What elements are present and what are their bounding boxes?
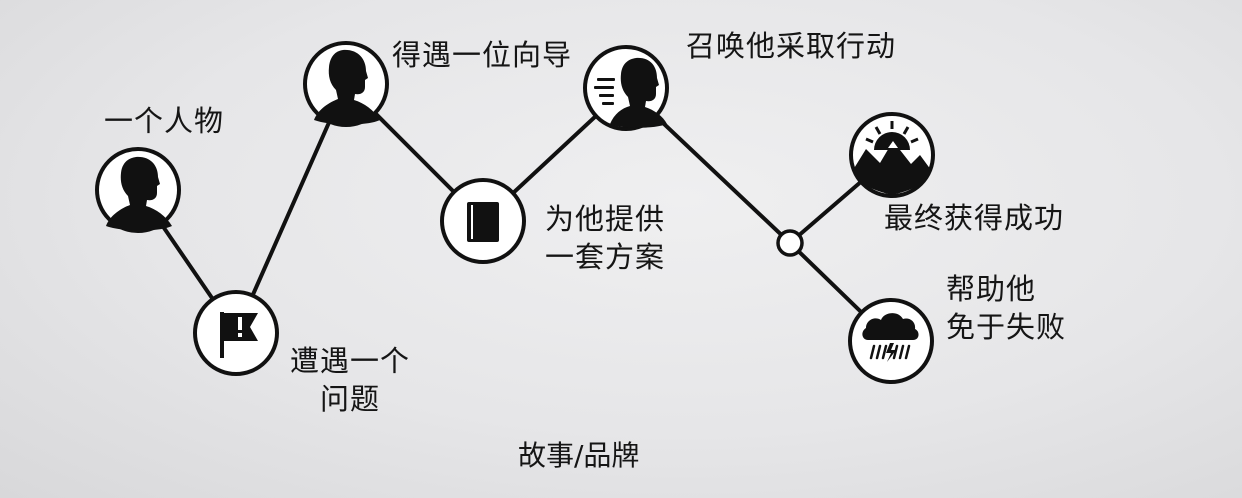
node-character: [95, 147, 181, 233]
label-failure: 帮助他 免于失败: [946, 270, 1066, 346]
label-line: 一个人物: [104, 104, 225, 138]
plan-book-icon: [467, 202, 499, 242]
label-character: 一个人物: [104, 102, 224, 140]
node-problem: [193, 290, 279, 376]
storm-cloud-icon: [862, 313, 919, 362]
person-silhouette-icon: [106, 156, 172, 231]
node-guide: [303, 41, 389, 127]
label-line: 召唤他采取行动: [686, 29, 897, 63]
label-problem: 遭遇一个 问题: [290, 342, 410, 418]
branch-node: [776, 229, 804, 257]
label-line: 一套方案: [545, 240, 666, 274]
label-guide: 得遇一位向导: [392, 36, 572, 74]
warning-flag-icon: [220, 312, 258, 358]
label-plan: 为他提供 一套方案: [545, 200, 665, 276]
label-line: 帮助他: [946, 272, 1037, 306]
node-call-to-action: [583, 45, 669, 131]
label-success: 最终获得成功: [884, 199, 1064, 237]
node-failure: [848, 298, 934, 384]
diagram-caption: 故事/品牌: [518, 439, 640, 472]
label-line: 为他提供: [545, 202, 666, 236]
label-line: 得遇一位向导: [392, 38, 573, 72]
guide-silhouette-icon: [314, 49, 380, 125]
label-line: 免于失败: [946, 310, 1067, 344]
label-line: 最终获得成功: [884, 201, 1065, 235]
node-plan: [440, 178, 526, 264]
label-line: 问题: [320, 382, 381, 416]
label-line: 遭遇一个: [290, 344, 411, 378]
label-call-to-action: 召唤他采取行动: [686, 27, 896, 65]
node-success: [849, 112, 935, 198]
sunrise-mountain-icon: [853, 121, 931, 195]
call-to-action-silhouette-icon: [594, 57, 667, 128]
